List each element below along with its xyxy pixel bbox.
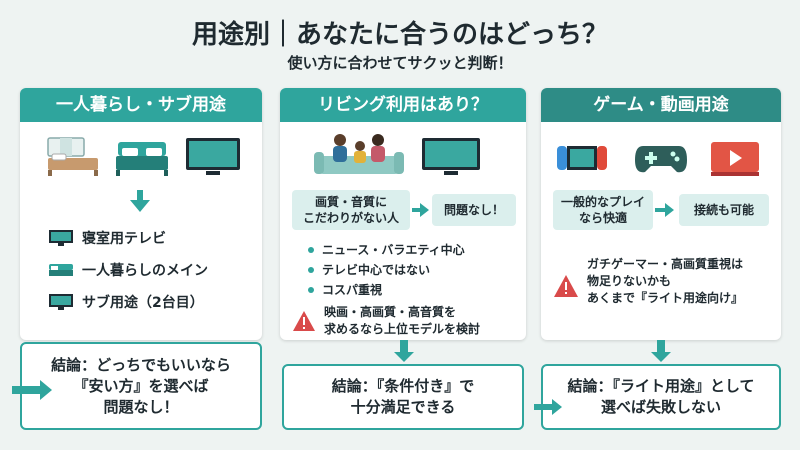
flow-arrow-down: [130, 200, 150, 212]
bullet-text: テレビ中心ではない: [322, 263, 431, 277]
connector-arrow-stem: [400, 340, 408, 352]
bullet-dot: [308, 246, 314, 253]
bullet-item: ニュース・バラエティ中心: [308, 241, 465, 258]
bullet-item: コスパ重視: [308, 281, 382, 298]
warning-icon: [554, 275, 578, 297]
conclusion-pointer-head: [40, 380, 52, 400]
flow-arrow-stem: [412, 208, 420, 212]
bullet-text: ニュース・バラエティ中心: [322, 243, 465, 257]
result-box: 問題なし！: [432, 194, 516, 226]
card-icons: [20, 134, 262, 180]
card-icons: [280, 134, 526, 180]
flow-arrow-stem: [137, 190, 143, 202]
bed-icon: [47, 137, 98, 176]
tv-icon: [422, 138, 480, 175]
double-bed-icon: [116, 142, 168, 176]
column-living-room: リビング利用はあり？ 画質・音質に こだわりがない人: [280, 88, 526, 340]
connector-arrow-head: [651, 352, 671, 362]
warning-text: ガチゲーマー・高画質重視は 物足りないかも あくまで『ライト用途向け』: [587, 257, 744, 305]
list-item-label: サブ用途（2台目）: [82, 295, 204, 311]
bed-icon: [49, 264, 73, 276]
list-item-label: 寝室用テレビ: [82, 231, 166, 247]
card-living-room: リビング利用はあり？ 画質・音質に こだわりがない人: [280, 88, 526, 340]
card-heading: リビング利用はあり？: [280, 88, 526, 122]
result-text: 接続も可能: [693, 203, 754, 217]
conclusion-game-video: 結論：『ライト用途』として 選べば失敗しない: [541, 364, 781, 430]
connector-arrow-stem: [657, 340, 665, 352]
condition-text: 画質・音質に こだわりがない人: [302, 195, 399, 225]
condition-text: 一般的なプレイ なら快適: [560, 195, 645, 225]
result-text: 問題なし！: [443, 203, 504, 217]
tv-icon: [49, 230, 73, 246]
card-game-video: ゲーム・動画用途 一般的なプレイ なら快適: [541, 88, 781, 340]
flow-arrow-right: [665, 203, 674, 217]
column-single-living: 一人暮らし・サブ用途: [20, 88, 262, 340]
video-play-icon: [711, 142, 759, 176]
tv-icon: [49, 294, 73, 310]
condition-box: 一般的なプレイ なら快適: [553, 190, 653, 230]
gamepad-icon: [635, 146, 687, 173]
warning-icon: [293, 311, 315, 331]
conclusion-living-room: 結論：『条件付き』で 十分満足できる: [282, 364, 524, 430]
conclusion-single-living: 結論：どっちでもいいなら 『安い方』を選べば 問題なし！: [20, 342, 262, 430]
list-item-bedroom-tv: 寝室用テレビ: [48, 228, 166, 248]
bullet-dot: [308, 266, 314, 273]
connector-arrow-head: [394, 352, 414, 362]
flow-arrow-right: [420, 203, 429, 217]
conclusion-pointer-head: [552, 399, 562, 415]
result-box: 接続も可能: [679, 194, 769, 226]
card-heading: 一人暮らし・サブ用途: [20, 88, 262, 122]
bullet-text: コスパ重視: [322, 283, 383, 297]
bullet-dot: [308, 286, 314, 293]
warning-text: 映画・高画質・高音質を 求めるなら上位モデルを検討: [324, 305, 481, 336]
list-item-single-main: 一人暮らしのメイン: [48, 260, 208, 280]
flow-arrow-stem: [655, 208, 665, 212]
list-item-label: 一人暮らしのメイン: [82, 263, 208, 279]
page-title: 用途別｜あなたに合うのはどっち？: [191, 20, 608, 50]
conclusion-pointer-stem: [12, 386, 42, 394]
tv-icon: [186, 138, 240, 175]
column-game-video: ゲーム・動画用途 一般的なプレイ なら快適: [541, 88, 781, 340]
family-sofa-icon: [314, 134, 404, 174]
conclusion-pointer-stem: [534, 404, 554, 410]
card-icons: [541, 134, 781, 180]
card-heading: ゲーム・動画用途: [541, 88, 781, 122]
condition-box: 画質・音質に こだわりがない人: [292, 190, 410, 230]
game-console-icon: [557, 146, 607, 170]
list-item-sub-use: サブ用途（2台目）: [48, 292, 204, 312]
bullet-item: テレビ中心ではない: [308, 261, 430, 278]
card-single-living: 一人暮らし・サブ用途: [20, 88, 262, 340]
page-subtitle: 使い方に合わせてサクッと判断！: [287, 54, 513, 72]
